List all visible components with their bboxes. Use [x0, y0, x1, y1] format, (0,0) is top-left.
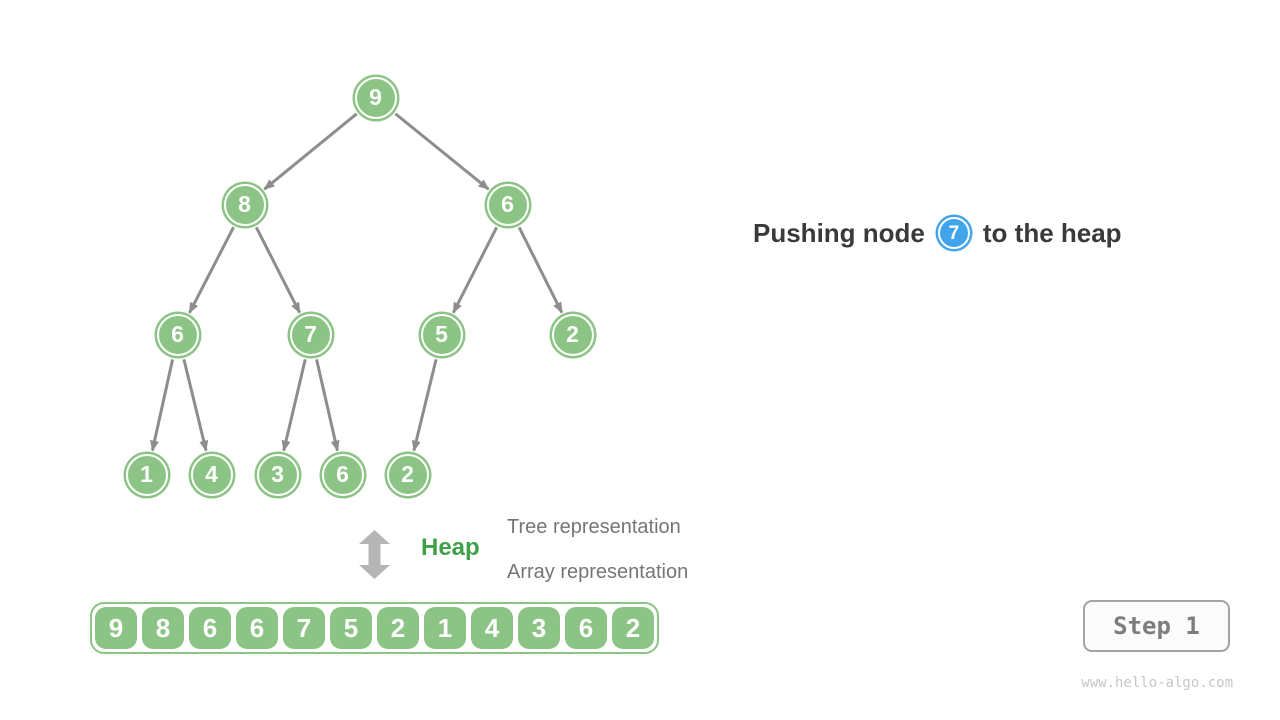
tree-node: 3 — [256, 453, 299, 496]
array-cell: 3 — [518, 607, 560, 649]
tree-node: 8 — [223, 183, 266, 226]
tree-node: 6 — [486, 183, 529, 226]
tree-edge — [315, 359, 340, 452]
tree-node: 5 — [420, 313, 463, 356]
array-cell: 7 — [283, 607, 325, 649]
pushed-node-badge: 7 — [937, 217, 970, 249]
array-cell: 5 — [330, 607, 372, 649]
tree-edge — [411, 358, 438, 452]
array-cell: 2 — [377, 607, 419, 649]
tree-node: 6 — [156, 313, 199, 356]
heap-label: Heap — [421, 534, 480, 561]
array-cell: 9 — [95, 607, 137, 649]
tree-edge — [451, 226, 499, 314]
tree-node: 9 — [354, 76, 397, 119]
array-cell: 6 — [236, 607, 278, 649]
tree-edge — [254, 226, 302, 314]
tree-node: 2 — [386, 453, 429, 496]
caption-prefix: Pushing node — [753, 217, 925, 248]
array-representation-label: Array representation — [507, 561, 689, 583]
tree-edge — [263, 112, 358, 191]
array-cell: 6 — [189, 607, 231, 649]
watermark: www.hello-algo.com — [1081, 675, 1233, 691]
tree-edge — [188, 226, 235, 314]
pushed-node-value: 7 — [948, 222, 960, 244]
tree-node: 1 — [125, 453, 168, 496]
tree-node: 4 — [190, 453, 233, 496]
array-cell: 4 — [471, 607, 513, 649]
tree-node: 2 — [551, 313, 594, 356]
caption-suffix: to the heap — [982, 217, 1122, 248]
tree-node: 6 — [321, 453, 364, 496]
tree-edge — [394, 112, 490, 191]
tree-representation-label: Tree representation — [507, 516, 681, 538]
array-cell: 2 — [612, 607, 654, 649]
step-indicator: Step 1 — [1083, 600, 1230, 652]
tree-edge — [281, 358, 307, 452]
tree-edge — [150, 359, 175, 452]
caption: Pushing node 7 to the heap — [753, 214, 1122, 252]
up-down-arrow-icon — [359, 530, 390, 579]
array-cell: 1 — [424, 607, 466, 649]
tree-node: 7 — [289, 313, 332, 356]
array-cell: 8 — [142, 607, 184, 649]
tree-edge — [517, 226, 564, 314]
array-cell: 6 — [565, 607, 607, 649]
tree-edge — [182, 358, 209, 452]
